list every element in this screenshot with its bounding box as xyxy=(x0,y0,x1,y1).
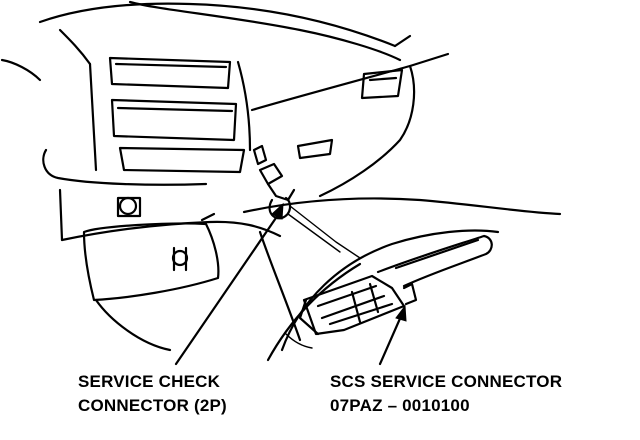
service-check-connector-label: SERVICE CHECK CONNECTOR (2P) xyxy=(78,370,227,418)
lower-dash xyxy=(42,148,282,352)
service-check-label-line2: CONNECTOR (2P) xyxy=(78,396,227,415)
glove-box xyxy=(250,52,450,198)
scs-part-number: 07PAZ – 0010100 xyxy=(330,396,470,415)
service-check-arrow xyxy=(174,202,284,366)
center-vents xyxy=(108,56,252,174)
scs-service-connector-label: SCS SERVICE CONNECTOR 07PAZ – 0010100 xyxy=(330,370,562,418)
scs-arrow xyxy=(378,304,407,366)
service-check-connector xyxy=(252,144,361,259)
service-check-label-line1: SERVICE CHECK xyxy=(78,372,221,391)
dashboard-outline xyxy=(0,0,412,172)
scs-service-connector xyxy=(285,234,493,349)
scs-label-line1: SCS SERVICE CONNECTOR xyxy=(330,372,563,391)
kick-panel xyxy=(242,197,562,362)
